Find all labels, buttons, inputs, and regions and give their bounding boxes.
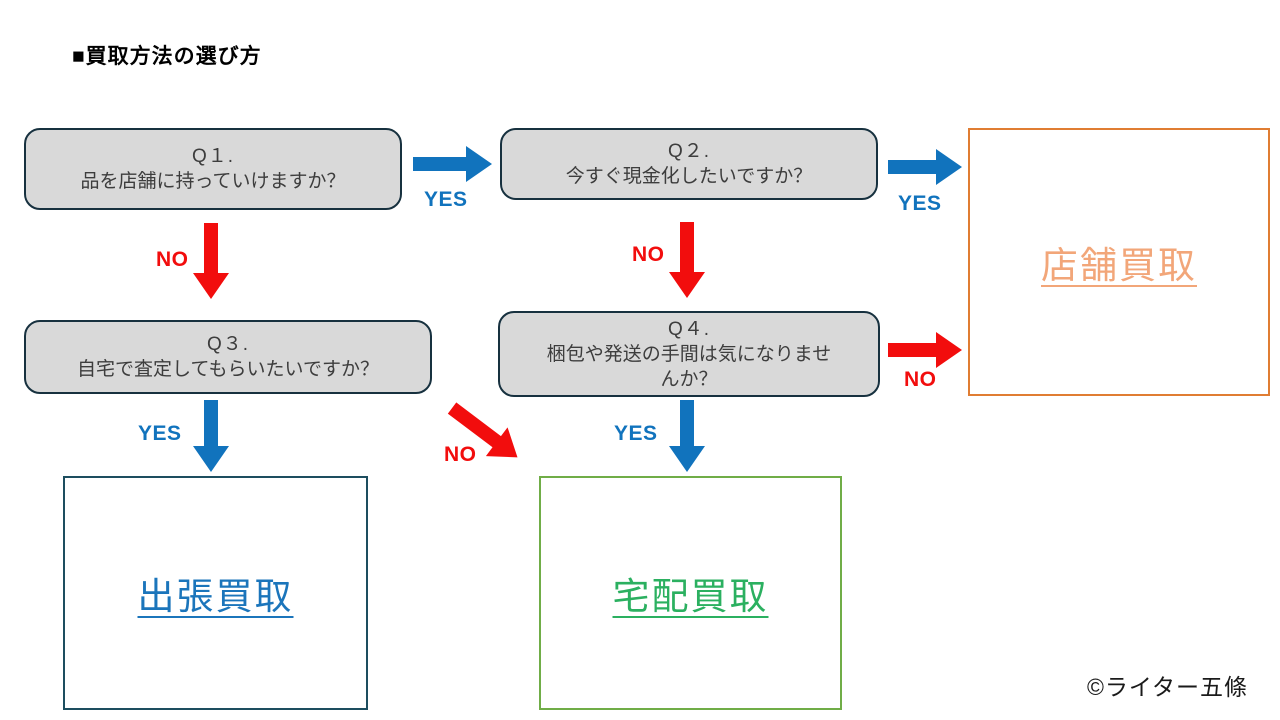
- edge-label-q2-no: NO: [632, 243, 665, 266]
- result-box-store-buyback: 店舗買取: [968, 128, 1270, 396]
- arrow-right-icon: [888, 149, 962, 185]
- arrow-diagonal-icon: [447, 402, 518, 458]
- question-q4-text: 梱包や発送の手間は気になりませんか？: [546, 343, 832, 390]
- question-box-q4: Q４. 梱包や発送の手間は気になりませんか？: [498, 311, 880, 397]
- question-q3-heading: Q３.: [206, 334, 250, 355]
- question-q1-heading: Q１.: [191, 146, 235, 167]
- question-q4-heading: Q４.: [667, 318, 711, 340]
- question-box-q1: Q１. 品を店舗に持っていけますか？: [24, 128, 402, 210]
- credit-text: ©ライター五條: [1086, 674, 1248, 700]
- edge-label-q1-no: NO: [156, 248, 189, 271]
- arrow-down-icon: [669, 400, 705, 472]
- question-box-q3: Q３. 自宅で査定してもらいたいですか？: [24, 320, 432, 394]
- result-store-label: 店舗買取: [1041, 245, 1197, 286]
- edge-label-q1-yes: YES: [424, 188, 468, 211]
- result-onsite-label: 出張買取: [137, 576, 294, 617]
- page-title: ■買取方法の選び方: [72, 45, 262, 68]
- arrow-down-icon: [193, 400, 229, 472]
- edge-label-q3-yes: YES: [138, 422, 182, 445]
- arrow-right-icon: [413, 146, 492, 182]
- arrow-right-icon: [888, 332, 962, 368]
- edge-label-q4-no: NO: [904, 368, 937, 391]
- result-box-delivery-buyback: 宅配買取: [539, 476, 842, 710]
- result-delivery-label: 宅配買取: [612, 576, 769, 617]
- arrow-down-icon: [193, 223, 229, 299]
- edge-label-q3-no: NO: [444, 443, 477, 466]
- question-q1-text: 品を店舗に持っていけますか？: [80, 171, 346, 192]
- question-box-q2: Q２. 今すぐ現金化したいですか？: [500, 128, 878, 200]
- edge-label-q2-yes: YES: [898, 192, 942, 215]
- arrow-down-icon: [669, 222, 705, 298]
- question-q2-heading: Q２.: [667, 141, 711, 162]
- question-q2-text: 今すぐ現金化したいですか？: [565, 166, 813, 187]
- edge-label-q4-yes: YES: [614, 422, 658, 445]
- result-box-onsite-buyback: 出張買取: [63, 476, 368, 710]
- question-q3-text: 自宅で査定してもらいたいですか？: [77, 359, 379, 380]
